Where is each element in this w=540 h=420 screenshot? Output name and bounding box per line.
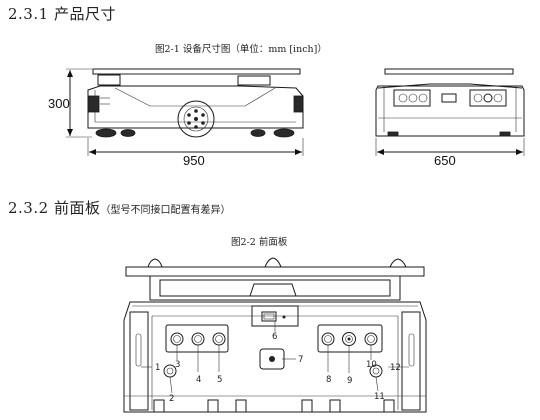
section-heading-2-3-2: 2.3.2 前面板（型号不同接口配置有差异） xyxy=(8,197,230,218)
section-heading-2-3-1: 2.3.1 产品尺寸 xyxy=(8,3,116,24)
callout-9: 9 xyxy=(347,376,352,386)
callout-4: 4 xyxy=(196,375,201,385)
section-number: 2.3.2 xyxy=(8,199,49,217)
callout-12: 12 xyxy=(390,363,401,373)
section-title: 产品尺寸 xyxy=(53,5,116,23)
callout-10: 10 xyxy=(366,360,377,370)
figure-caption-2-2: 图2-2 前面板 xyxy=(231,237,288,248)
callout-5: 5 xyxy=(217,375,222,385)
height-dimension-label: 300 xyxy=(48,96,70,111)
callout-7: 7 xyxy=(298,355,303,365)
figure-caption-2-1: 图2-1 设备尺寸图（单位：mm [inch]） xyxy=(155,44,327,55)
side-view xyxy=(66,68,304,156)
front-view xyxy=(375,68,525,156)
section-note: （型号不同接口配置有差异） xyxy=(100,205,231,216)
callout-3: 3 xyxy=(175,360,180,370)
section-number: 2.3.1 xyxy=(8,5,49,23)
callout-2: 2 xyxy=(169,394,174,404)
callout-6: 6 xyxy=(272,332,277,342)
callout-1: 1 xyxy=(155,363,160,373)
length-dimension-label: 950 xyxy=(183,153,205,168)
callout-8: 8 xyxy=(326,375,331,385)
front-panel-drawing xyxy=(123,257,427,413)
section-title: 前面板 xyxy=(53,199,101,217)
width-dimension-label: 650 xyxy=(434,153,456,168)
callout-11: 11 xyxy=(374,392,385,402)
